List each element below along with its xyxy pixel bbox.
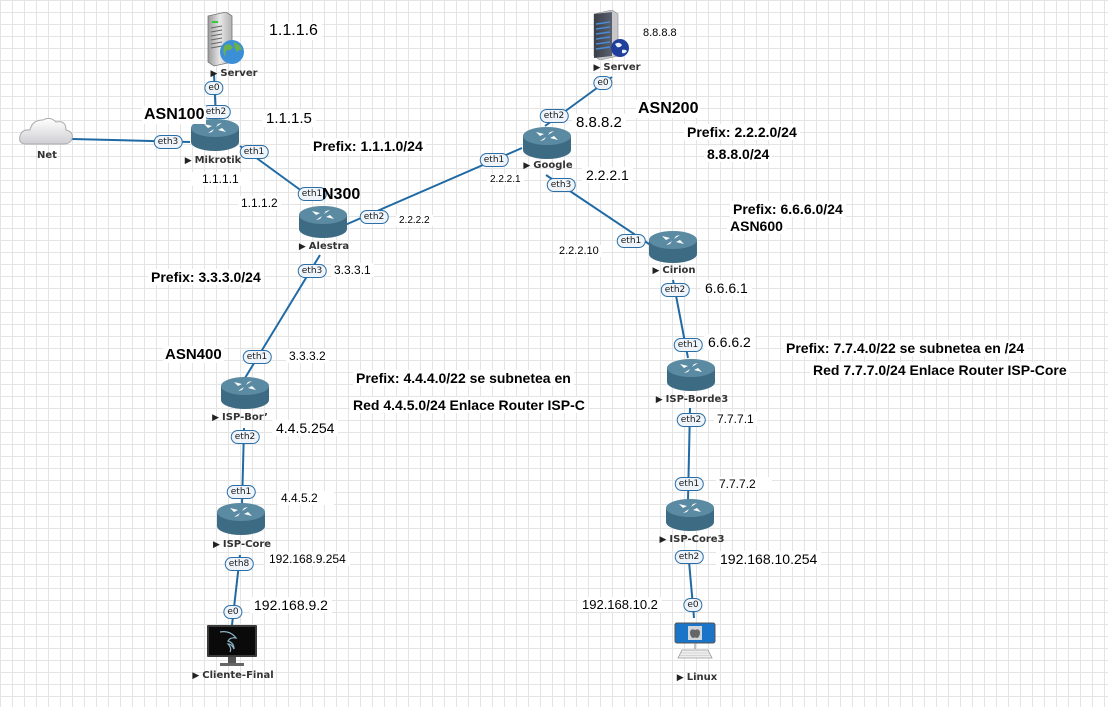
iface-server1-e0[interactable]: e0 <box>204 81 224 95</box>
ip-label[interactable]: 192.168.9.254 <box>265 552 350 566</box>
node-label-server1[interactable]: ▶Server <box>210 68 258 79</box>
node-server2[interactable] <box>590 9 636 65</box>
ip-label[interactable]: 3.3.3.1 <box>331 263 374 277</box>
prefix-label[interactable]: Prefix: 7.7.4.0/22 se subnetea en /24 <box>783 340 1028 356</box>
ip-label[interactable]: 6.6.6.1 <box>701 280 752 296</box>
router-icon <box>649 231 697 263</box>
mac-workstation-icon <box>674 622 716 659</box>
prefix-label[interactable]: Prefix: 6.6.6.0/24 <box>730 201 846 217</box>
iface-cliente-e0[interactable]: e0 <box>223 605 243 619</box>
ip-label[interactable]: 1.1.1.1 <box>190 172 251 186</box>
iface-alestra-eth1[interactable]: eth1 <box>297 187 327 201</box>
iface-linux-e0[interactable]: e0 <box>683 598 703 612</box>
ip-label[interactable]: 192.168.10.254 <box>716 551 822 567</box>
node-label-linux[interactable]: ▶Linux <box>676 672 718 683</box>
iface-core-eth8[interactable]: eth8 <box>224 557 254 571</box>
prefix-label[interactable]: Prefix: 4.4.4.0/22 se subnetea en <box>353 370 574 386</box>
node-label-alestra[interactable]: ▶Alestra <box>298 241 350 252</box>
ip-label[interactable]: 192.168.9.2 <box>250 597 332 613</box>
node-isp-borde[interactable] <box>220 376 270 415</box>
node-label-net[interactable]: Net <box>37 150 57 161</box>
prefix-label[interactable]: Prefix: 2.2.2.0/24 <box>684 124 800 140</box>
dns-server-icon <box>593 9 629 61</box>
iface-cirion-eth2[interactable]: eth2 <box>660 283 690 297</box>
ip-label[interactable]: 2.2.2.1 <box>487 174 524 185</box>
asn-label[interactable]: ASN600 <box>727 218 786 234</box>
router-icon <box>666 499 714 531</box>
iface-google-eth3[interactable]: eth3 <box>546 178 576 192</box>
node-label-server2[interactable]: ▶Server <box>593 62 641 73</box>
node-label-isp-borde3[interactable]: ▶ISP-Borde3 <box>655 394 729 405</box>
prefix-label[interactable]: Prefix: 3.3.3.0/24 <box>148 269 264 285</box>
iface-borde-eth2[interactable]: eth2 <box>230 430 260 444</box>
asn-label[interactable]: N300 <box>322 186 361 203</box>
node-label-isp-core3[interactable]: ▶ISP-Core3 <box>659 534 725 545</box>
router-icon <box>299 206 347 238</box>
node-label-cliente-final[interactable]: ▶Cliente-Final <box>192 670 274 681</box>
ip-label[interactable]: 6.6.6.2 <box>704 334 755 350</box>
node-net[interactable] <box>18 114 74 153</box>
ip-label[interactable]: 1.1.1.6 <box>265 22 322 40</box>
network-label[interactable]: Red 4.4.5.0/24 Enlace Router ISP-C <box>350 397 588 413</box>
ip-label[interactable]: 4.4.5.254 <box>272 420 339 436</box>
ip-label[interactable]: 1.1.1.2 <box>238 196 281 210</box>
ip-label[interactable]: 8.8.8.8 <box>640 27 680 39</box>
iface-google-eth1[interactable]: eth1 <box>479 153 509 167</box>
node-label-isp-core[interactable]: ▶ISP-Core <box>212 539 272 550</box>
cloud-icon <box>19 117 73 145</box>
web-server-icon <box>207 11 244 67</box>
iface-core3-eth2[interactable]: eth2 <box>674 550 704 564</box>
iface-cirion-eth1[interactable]: eth1 <box>616 234 646 248</box>
node-cirion[interactable] <box>648 230 698 269</box>
iface-alestra-eth2[interactable]: eth2 <box>359 210 389 224</box>
asn-label[interactable]: ASN100 <box>142 106 207 124</box>
prefix-label[interactable]: Prefix: 1.1.1.0/24 <box>310 138 426 154</box>
iface-core3-eth1[interactable]: eth1 <box>674 477 704 491</box>
ip-label[interactable]: 3.3.3.2 <box>286 349 329 363</box>
ip-label[interactable]: 4.4.5.2 <box>278 491 334 505</box>
iface-core-eth1[interactable]: eth1 <box>226 485 256 499</box>
node-isp-borde3[interactable] <box>666 358 716 397</box>
iface-borde3-eth1[interactable]: eth1 <box>673 338 703 352</box>
ip-label[interactable]: 192.168.10.2 <box>578 597 662 612</box>
asn-label[interactable]: ASN200 <box>636 100 701 118</box>
ip-label[interactable]: 2.2.2.2 <box>396 215 433 226</box>
ip-label[interactable]: 7.7.7.1 <box>714 412 757 426</box>
iface-mikrotik-eth3[interactable]: eth3 <box>153 135 183 149</box>
node-label-google[interactable]: ▶Google <box>523 160 573 171</box>
prefix-label[interactable]: 8.8.8.0/24 <box>704 146 773 162</box>
node-linux[interactable] <box>674 622 716 667</box>
node-server1[interactable] <box>196 11 258 73</box>
node-google[interactable] <box>522 126 572 165</box>
node-isp-core3[interactable] <box>665 498 715 537</box>
iface-borde-eth1[interactable]: eth1 <box>242 350 272 364</box>
ip-label[interactable]: 7.7.7.2 <box>716 477 772 491</box>
ip-label[interactable]: 1.1.1.5 <box>262 110 316 127</box>
iface-alestra-eth3[interactable]: eth3 <box>297 264 327 278</box>
kali-monitor-icon <box>207 625 257 666</box>
ip-label[interactable]: 2.2.2.10 <box>556 245 602 257</box>
network-label[interactable]: Red 7.7.7.0/24 Enlace Router ISP-Core <box>810 362 1070 378</box>
router-icon <box>523 127 571 159</box>
iface-borde3-eth2[interactable]: eth2 <box>676 413 706 427</box>
node-isp-core[interactable] <box>216 502 266 541</box>
ip-label[interactable]: 8.8.8.2 <box>572 114 626 131</box>
asn-label[interactable]: ASN400 <box>163 346 224 363</box>
iface-google-eth2[interactable]: eth2 <box>539 109 569 123</box>
node-label-cirion[interactable]: ▶Cirion <box>652 265 696 276</box>
node-cliente-final[interactable] <box>206 624 258 673</box>
iface-mikrotik-eth1[interactable]: eth1 <box>239 145 269 159</box>
router-icon <box>217 503 265 535</box>
node-label-isp-borde[interactable]: ▶ISP-Bor’ <box>212 412 268 423</box>
ip-label[interactable]: 2.2.2.1 <box>582 167 633 183</box>
router-icon <box>221 377 269 409</box>
node-alestra[interactable] <box>298 205 348 244</box>
router-icon <box>667 359 715 391</box>
iface-server2-e0[interactable]: e0 <box>593 76 613 90</box>
node-label-mikrotik[interactable]: ▶Mikrotik <box>184 155 242 166</box>
